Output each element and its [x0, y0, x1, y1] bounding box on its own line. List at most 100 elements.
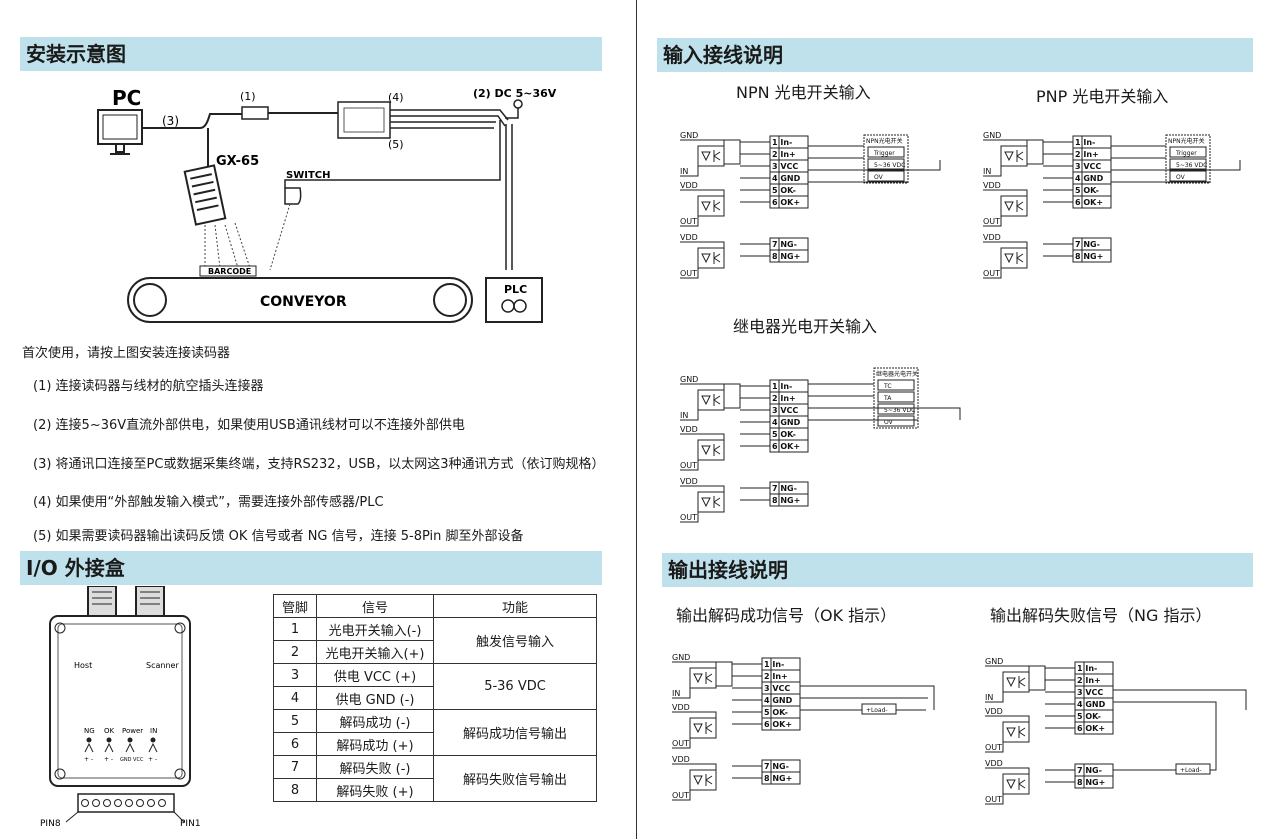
scanner-icon [183, 164, 227, 226]
barcode-label: BARCODE [208, 267, 251, 276]
io-title: I/O 外接盒 [20, 551, 602, 585]
circuit-label: IN [983, 167, 991, 176]
table-header: 信号 [316, 594, 434, 618]
pin-label: 7 NG- [772, 240, 797, 249]
pin-label: 1 In- [772, 382, 792, 391]
circuit-label: 5~36 VDC [884, 407, 915, 414]
pc-label: PC [112, 86, 141, 110]
optocoupler-icon [697, 145, 725, 167]
step-3: (3) 将通讯口连接至PC或数据采集终端，支持RS232，USB，以太网这3种通… [33, 457, 605, 472]
optocoupler-icon [1002, 671, 1030, 693]
label-4: (4) [388, 91, 404, 104]
table-header: 管脚 [273, 594, 317, 618]
pin-label: 6 OK+ [1075, 198, 1103, 207]
optocoupler-icon [689, 717, 717, 739]
pin-label: 3 VCC [1077, 688, 1103, 697]
pin-label: 1 In- [772, 138, 792, 147]
pin-label: 6 OK+ [772, 198, 800, 207]
optocoupler-icon [697, 247, 725, 269]
circuit-label: GND [680, 375, 698, 384]
pin-label: 7 NG- [772, 484, 797, 493]
circuit-label: Trigger [1175, 150, 1197, 157]
host-label: Host [74, 661, 92, 670]
pin-label: 7 NG- [764, 762, 789, 771]
pin-label: 3 VCC [764, 684, 790, 693]
terminal-block [769, 379, 809, 453]
circuit-label: VDD [680, 425, 698, 434]
svg-text:OK: OK [104, 727, 115, 735]
pin-label: 4 GND [772, 174, 801, 183]
optocoupler-icon [689, 769, 717, 791]
circuit-label: OUT [680, 461, 697, 470]
circuit-label: OV [884, 419, 894, 426]
circuit-label: 5~36 VDC [1176, 162, 1207, 169]
circuit-label: GND [983, 131, 1001, 140]
step-2: (2) 连接5~36V直流外部供电，如果使用USB通讯线材可以不连接外部供电 [33, 418, 465, 433]
pin-label: 8 NG+ [1075, 252, 1103, 261]
label-2: (2) DC 5~36V [473, 87, 557, 100]
pin-label: 5 OK- [772, 430, 796, 439]
pnp-title: PNP 光电开关输入 [1036, 87, 1169, 106]
pin-label: 8 NG+ [1077, 778, 1105, 787]
terminal-block [1072, 237, 1112, 263]
optocoupler-icon [689, 667, 717, 689]
installation-diagram: PC (3) (1) (4) (5) (2) DC 5~36V GX-65 SW… [97, 86, 557, 323]
optocoupler-icon [697, 389, 725, 411]
circuit-label: VDD [672, 755, 690, 764]
pin-label: 6 OK+ [764, 720, 792, 729]
optocoupler-icon [1002, 773, 1030, 795]
pin-label: 2 In+ [772, 150, 796, 159]
pin-label: 4 GND [772, 418, 801, 427]
circuit-label: TC [883, 383, 892, 390]
pin-label: 5 OK- [1077, 712, 1101, 721]
optocoupler-icon [1000, 145, 1028, 167]
pin-label: 8 NG+ [764, 774, 792, 783]
scanner-label: GX-65 [216, 154, 259, 169]
ok-title: 输出解码成功信号（OK 指示） [676, 606, 897, 625]
circuit-label: IN [672, 689, 680, 698]
circuit-label: OUT [985, 743, 1002, 752]
switch-box [863, 134, 909, 184]
terminal-block [1072, 135, 1112, 209]
conveyor-label: CONVEYOR [260, 294, 347, 310]
output-title: 输出接线说明 [662, 553, 1253, 587]
pin-label: 2 In+ [1077, 676, 1101, 685]
pin-label: 7 NG- [1077, 766, 1102, 775]
svg-text:IN: IN [150, 727, 157, 735]
circuit-label: GND [680, 131, 698, 140]
circuit-label: TA [883, 395, 892, 402]
circuit-label: OUT [672, 791, 689, 800]
circuit-label: OUT [672, 739, 689, 748]
io-box-illustration: Host Scanner NG OK Power IN + - + - GND … [40, 586, 201, 829]
circuit-label: VDD [680, 477, 698, 486]
pin1-label: PIN1 [180, 819, 201, 829]
npn-title: NPN 光电开关输入 [736, 83, 871, 102]
circuit-label: +Load- [866, 707, 888, 714]
pin-label: 5 OK- [1075, 186, 1099, 195]
step-5: (5) 如果需要读码器输出读码反馈 OK 信号或者 NG 信号，连接 5-8Pi… [33, 529, 524, 544]
pin-label: 1 In- [1077, 664, 1097, 673]
pin-label: 4 GND [764, 696, 793, 705]
circuit-label: GND [985, 657, 1003, 666]
circuit-label: NPN光电开关 [1168, 137, 1205, 145]
input-title: 输入接线说明 [657, 38, 1253, 72]
relay-title: 继电器光电开关输入 [733, 317, 878, 336]
pin-label: 3 VCC [772, 406, 798, 415]
intro-text: 首次使用，请按上图安装连接读码器 [22, 346, 231, 361]
circuit-label: +Load- [1180, 767, 1202, 774]
step-1: (1) 连接读码器与线材的航空插头连接器 [33, 379, 264, 394]
terminal-block [1074, 661, 1114, 735]
circuit-label: GND [672, 653, 690, 662]
pin-label: 4 GND [1077, 700, 1106, 709]
